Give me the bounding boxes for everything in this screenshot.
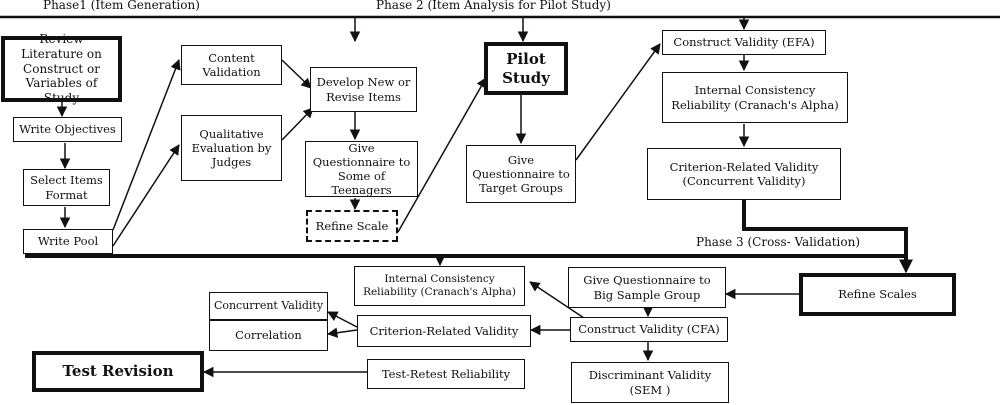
write-pool-box: Write Pool xyxy=(23,229,113,254)
arrow-refine-to-pilot xyxy=(397,77,487,233)
thick-path-criterion-to-refine xyxy=(742,200,908,268)
phase-1-label: Phase1 (Item Generation) xyxy=(41,0,202,12)
phase-3-label: Phase 3 (Cross- Validation) xyxy=(694,235,863,249)
arrow-criterion-to-concurrent xyxy=(327,311,358,328)
concurrent-validity-box: Concurrent Validity xyxy=(209,292,328,320)
arrow-cfa-to-internal-p3 xyxy=(529,281,591,323)
refine-scale-box: Refine Scale xyxy=(306,210,398,242)
arrow-criterion-to-correlation xyxy=(326,327,358,338)
internal-consistency-p2-box: Internal Consistency Reliability (Cranac… xyxy=(662,72,848,123)
criterion-concurrent-box: Criterion-Related Validity (Concurrent V… xyxy=(647,148,841,200)
arrow-target-to-efa xyxy=(575,43,661,161)
test-revision-box: Test Revision xyxy=(32,351,204,392)
arrow-pool-to-content xyxy=(112,59,181,231)
select-items-format-box: Select Items Format xyxy=(23,169,110,206)
correlation-box: Correlation xyxy=(209,320,328,351)
pilot-study-box: Pilot Study xyxy=(484,42,568,95)
phase-2-label: Phase 2 (Item Analysis for Pilot Study) xyxy=(374,0,613,12)
refine-scales-box: Refine Scales xyxy=(799,273,956,316)
review-literature-box: Review Literature on Construct or Variab… xyxy=(1,32,122,105)
arrow-content-to-develop xyxy=(281,59,312,89)
qualitative-evaluation-box: Qualitative Evaluation by Judges xyxy=(181,115,282,181)
test-retest-box: Test-Retest Reliability xyxy=(367,359,525,389)
internal-consistency-p3-box: Internal Consistency Reliability (Cranac… xyxy=(354,266,525,306)
develop-items-box: Develop New or Revise Items xyxy=(310,67,417,112)
give-teenagers-box: Give Questionnaire to Some of Teenagers xyxy=(305,141,418,197)
write-objectives-box: Write Objectives xyxy=(13,117,122,142)
criterion-p3-box: Criterion-Related Validity xyxy=(357,315,531,347)
construct-cfa-box: Construct Validity (CFA) xyxy=(570,317,728,342)
give-target-groups-box: Give Questionnaire to Target Groups xyxy=(466,145,576,203)
give-big-sample-box: Give Questionnaire to Big Sample Group xyxy=(568,267,726,308)
arrow-pool-to-qualitative xyxy=(112,144,180,247)
discriminant-sem-box: Discriminant Validity (SEM ) xyxy=(571,362,729,403)
content-validation-box: Content Validation xyxy=(181,45,282,85)
construct-efa-box: Construct Validity (EFA) xyxy=(662,30,826,55)
arrow-qualitative-to-develop xyxy=(281,107,314,141)
